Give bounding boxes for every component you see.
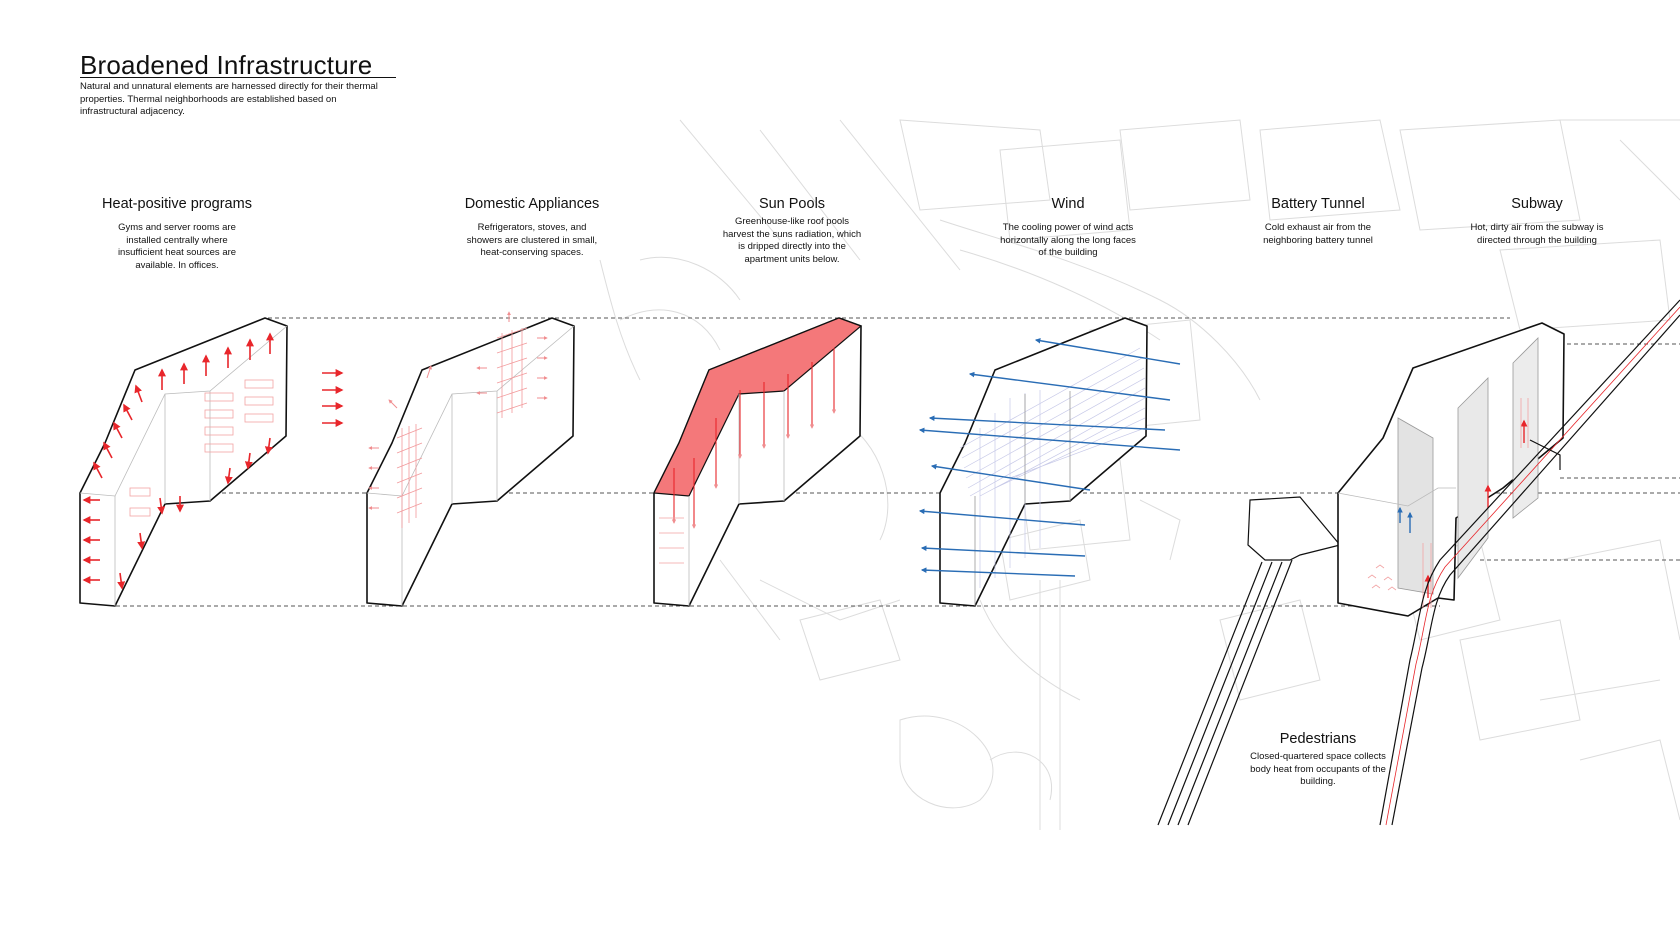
panel-title: Battery Tunnel	[1198, 196, 1438, 212]
panel-desc: The cooling power of wind acts horizonta…	[998, 222, 1138, 260]
panel-desc: Cold exhaust air from the neighboring ba…	[1248, 222, 1388, 247]
label-subway: Subway Hot, dirty air from the subway is…	[1417, 196, 1657, 247]
building-wind	[920, 318, 1180, 606]
title-underline	[80, 77, 396, 78]
panel-desc: Refrigerators, stoves, and showers are c…	[462, 222, 602, 260]
panel-title: Heat-positive programs	[57, 196, 297, 212]
panel-title: Sun Pools	[672, 196, 912, 212]
building-heat-positive	[80, 318, 342, 606]
panel-title: Pedestrians	[1198, 731, 1438, 747]
label-wind: Wind The cooling power of wind acts hori…	[948, 196, 1188, 260]
label-battery-tunnel: Battery Tunnel Cold exhaust air from the…	[1198, 196, 1438, 247]
building-domestic-appliances	[367, 312, 574, 606]
panel-desc: Hot, dirty air from the subway is direct…	[1467, 222, 1607, 247]
panel-title: Domestic Appliances	[412, 196, 652, 212]
label-pedestrians: Pedestrians Closed-quartered space colle…	[1198, 731, 1438, 789]
panel-title: Wind	[948, 196, 1188, 212]
building-sun-pools	[654, 318, 861, 606]
page-subtitle: Natural and unnatural elements are harne…	[80, 81, 380, 119]
panel-desc: Greenhouse-like roof pools harvest the s…	[722, 216, 862, 266]
label-heat-positive: Heat-positive programs Gyms and server r…	[57, 196, 297, 272]
panel-desc: Gyms and server rooms are installed cent…	[107, 222, 247, 272]
panel-desc: Closed-quartered space collects body hea…	[1248, 751, 1388, 789]
building-subway	[1338, 323, 1564, 616]
panel-title: Subway	[1417, 196, 1657, 212]
label-sun-pools: Sun Pools Greenhouse-like roof pools har…	[672, 196, 912, 266]
label-domestic-appliances: Domestic Appliances Refrigerators, stove…	[412, 196, 652, 260]
